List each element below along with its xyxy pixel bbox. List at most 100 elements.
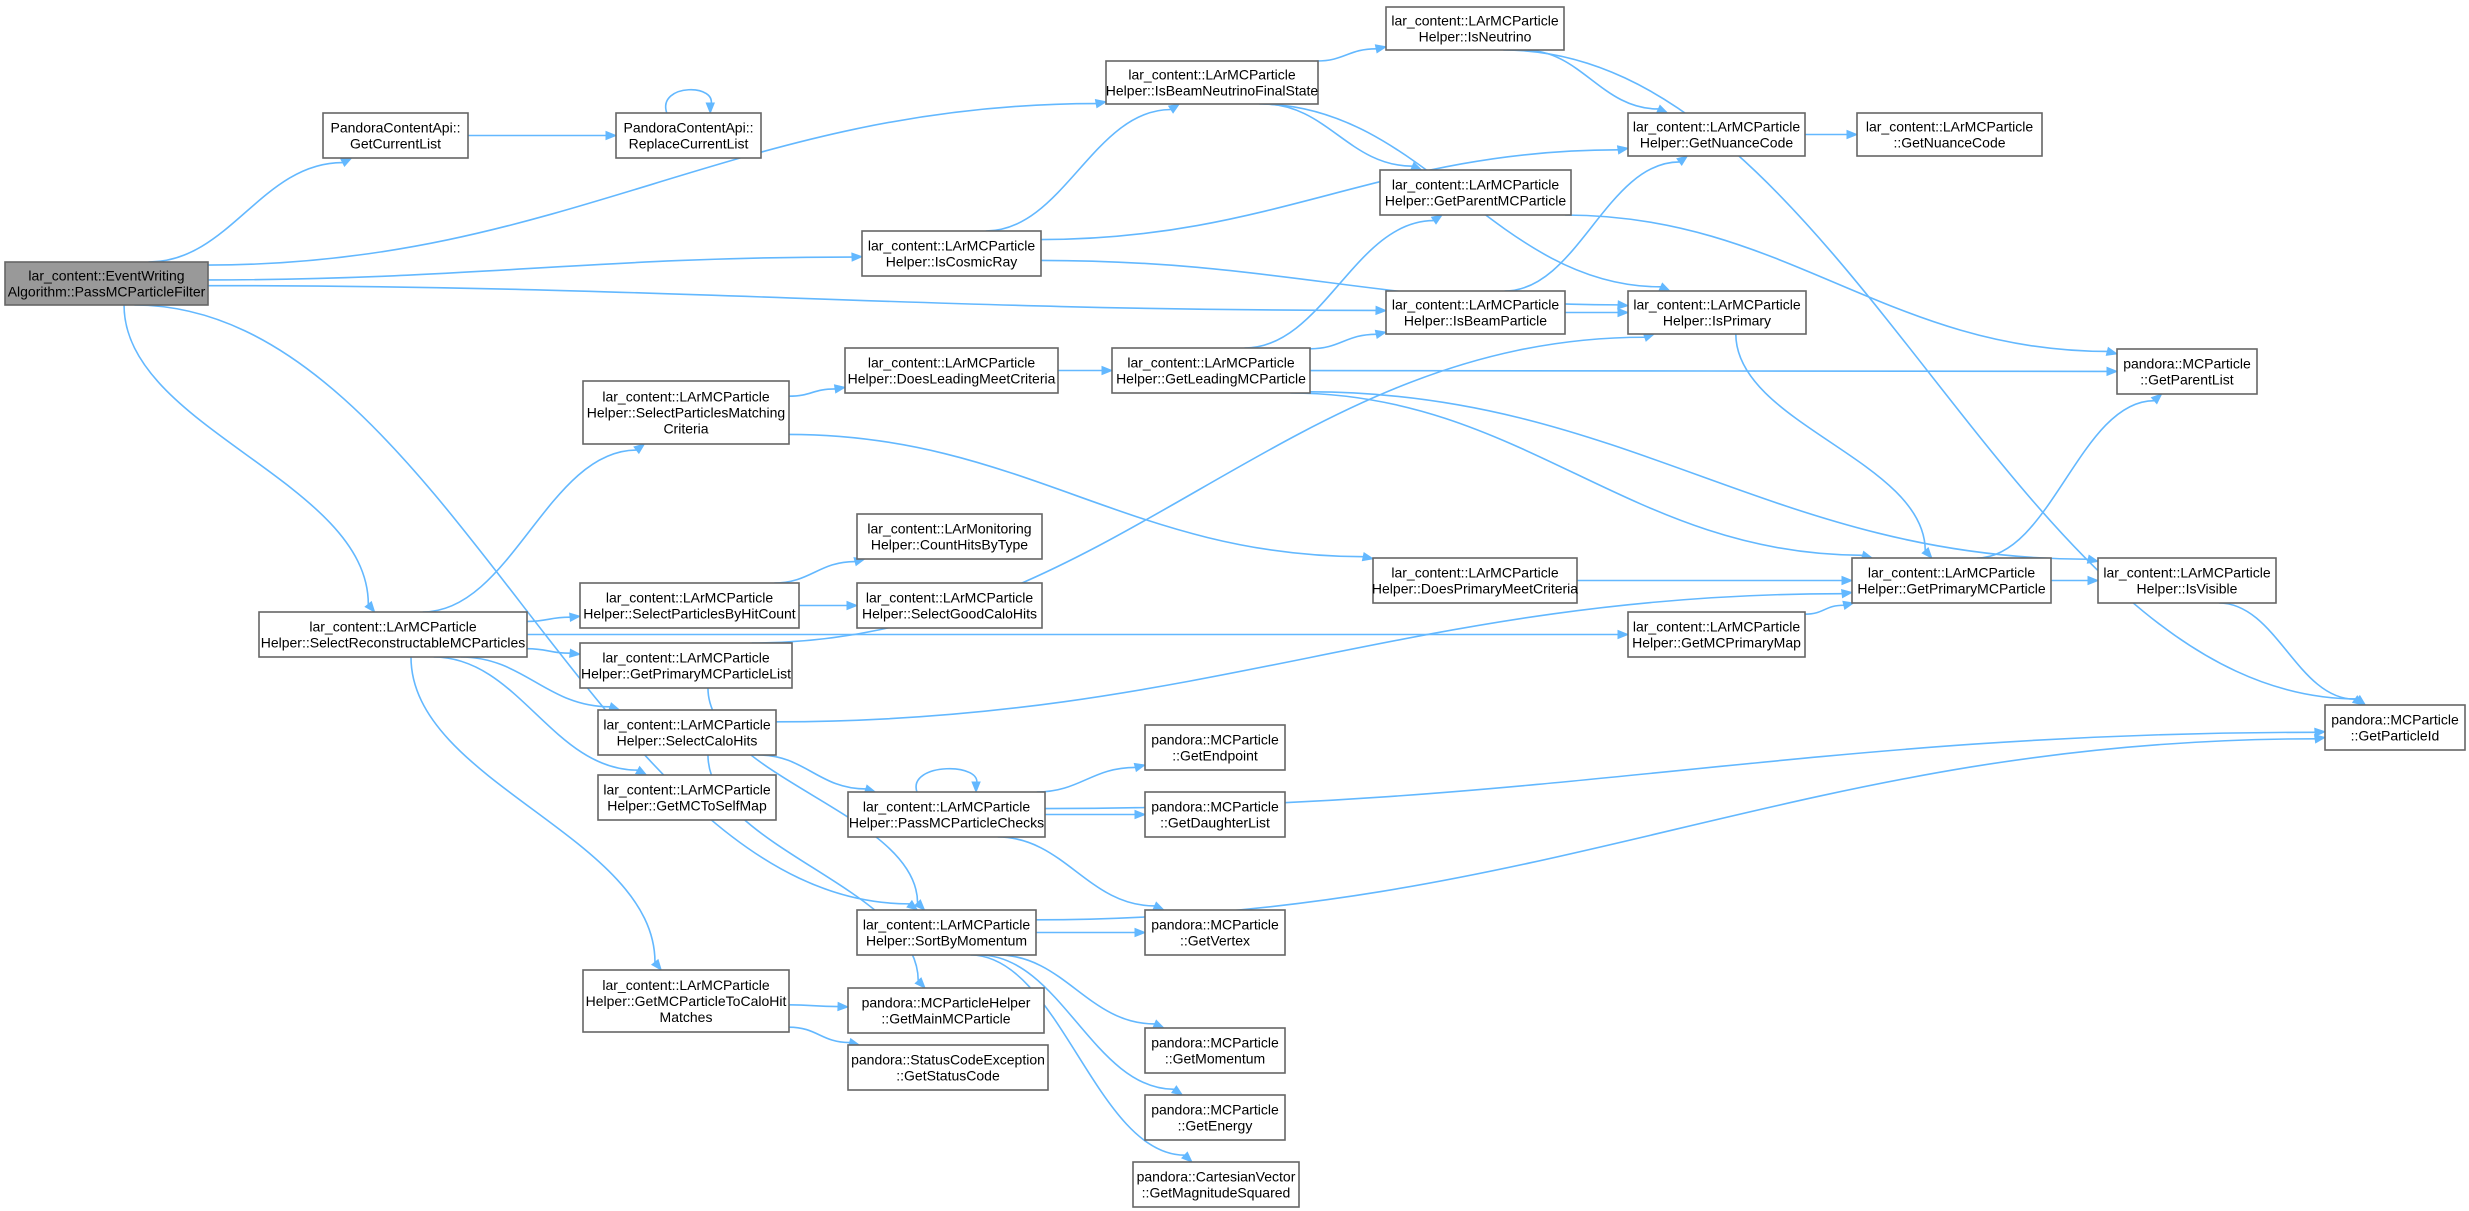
node-get-nuance-code-helper[interactable]: lar_content::LArMCParticleHelper::GetNua… [1627, 112, 1806, 157]
node-pass-mcparticle-checks[interactable]: lar_content::LArMCParticleHelper::PassMC… [847, 791, 1046, 838]
node-select-reconstructable[interactable]: lar_content::LArMCParticleHelper::Select… [258, 611, 528, 658]
node-box [597, 774, 777, 821]
node-is-beam-particle[interactable]: lar_content::LArMCParticleHelper::IsBeam… [1385, 290, 1566, 335]
node-label-line: ::GetEnergy [1178, 1118, 1253, 1134]
edge-line [1309, 391, 2089, 561]
edge-arrowhead [364, 600, 376, 614]
node-is-cosmic-ray[interactable]: lar_content::LArMCParticleHelper::IsCosm… [861, 230, 1042, 277]
node-root[interactable]: lar_content::EventWritingAlgorithm::Pass… [4, 261, 209, 306]
node-sort-by-momentum[interactable]: lar_content::LArMCParticleHelper::SortBy… [856, 909, 1037, 956]
node-label-line: lar_content::LArMCParticle [1127, 355, 1295, 371]
node-label-line: lar_content::LArMCParticle [1392, 177, 1560, 193]
node-label-line: lar_content::LArMCParticle [866, 590, 1034, 606]
node-get-status-code[interactable]: pandora::StatusCodeException::GetStatusC… [847, 1044, 1049, 1091]
node-label-line: pandora::MCParticle [1151, 799, 1279, 815]
node-get-vertex[interactable]: pandora::MCParticle::GetVertex [1144, 909, 1286, 956]
edge-arrowhead [340, 157, 353, 168]
node-select-calo-hits[interactable]: lar_content::LArMCParticleHelper::Select… [597, 709, 777, 756]
node-is-visible[interactable]: lar_content::LArMCParticleHelper::IsVisi… [2097, 557, 2277, 604]
edge-root-to-get-current-list [148, 157, 353, 263]
node-get-energy[interactable]: pandora::MCParticle::GetEnergy [1144, 1094, 1286, 1141]
edge-get-nuance-code-helper-to-get-nuance-code-particle [1805, 129, 1859, 140]
node-label-line: pandora::StatusCodeException [851, 1052, 1045, 1068]
node-box [1132, 1161, 1300, 1208]
node-get-parent-list[interactable]: pandora::MCParticle::GetParentList [2116, 348, 2258, 395]
node-label-line: Helper::GetPrimaryMCParticle [1857, 581, 2045, 597]
node-get-daughter-list[interactable]: pandora::MCParticle::GetDaughterList [1144, 791, 1286, 838]
node-label-line: pandora::MCParticle [1151, 732, 1279, 748]
node-label-line: ::GetNuanceCode [1893, 135, 2005, 151]
node-count-hits-by-type[interactable]: lar_content::LArMonitoringHelper::CountH… [856, 513, 1043, 560]
node-label-line: lar_content::LArMCParticle [1868, 565, 2036, 581]
edge-get-primary-mcparticle-to-is-visible [2051, 575, 2100, 586]
edge-line [997, 954, 1155, 1025]
edge-does-leading-meet-criteria-to-get-leading-mcparticle [1058, 365, 1114, 376]
node-box [847, 791, 1046, 838]
node-get-current-list[interactable]: PandoraContentApi::GetCurrentList [322, 112, 469, 159]
edge-arrowhead [1616, 145, 1630, 155]
edge-get-leading-mcparticle-to-is-visible [1309, 391, 2100, 564]
edge-arrowhead [1617, 300, 1630, 310]
edge-arrowhead [1152, 901, 1166, 911]
node-box [1111, 347, 1311, 394]
node-does-leading-meet-criteria[interactable]: lar_content::LArMCParticleHelper::DoesLe… [844, 347, 1059, 394]
edge-arrowhead [1617, 629, 1630, 640]
node-get-mcto-self-map[interactable]: lar_content::LArMCParticleHelper::GetMCT… [597, 774, 777, 821]
node-get-momentum[interactable]: pandora::MCParticle::GetMomentum [1144, 1027, 1286, 1074]
edge-line [1036, 766, 1136, 793]
node-get-leading-mcparticle[interactable]: lar_content::LArMCParticleHelper::GetLea… [1111, 347, 1311, 394]
node-does-primary-meet-criteria[interactable]: lar_content::LArMCParticleHelper::DoesPr… [1372, 557, 1578, 604]
edge-line [1976, 399, 2155, 559]
edge-select-particles-by-hit-count-to-select-good-calo-hits [799, 600, 859, 611]
edge-select-reconstructable-to-get-mcprimary-map [527, 629, 1630, 640]
edge-line [1040, 149, 1619, 241]
node-box [1105, 60, 1319, 105]
node-label-line: Helper::IsNeutrino [1419, 29, 1532, 45]
node-box [1144, 1094, 1286, 1141]
node-label-line: lar_content::LArMCParticle [863, 917, 1031, 933]
edge-arrowhead [2105, 346, 2119, 356]
node-select-good-calo-hits[interactable]: lar_content::LArMCParticleHelper::Select… [856, 582, 1043, 629]
node-get-mcprimary-map[interactable]: lar_content::LArMCParticleHelper::GetMCP… [1627, 611, 1806, 658]
node-label-line: ReplaceCurrentList [629, 136, 749, 152]
node-box [856, 513, 1043, 560]
node-label-line: lar_content::LArMonitoring [867, 521, 1031, 537]
edge-line [979, 954, 1175, 1091]
edge-is-cosmic-ray-to-is-beam-neutrino-final-state [985, 103, 1181, 232]
edge-is-beam-particle-to-get-nuance-code-helper [1504, 155, 1689, 292]
edge-arrowhead [1134, 809, 1147, 820]
node-replace-current-list[interactable]: PandoraContentApi::ReplaceCurrentList [615, 112, 762, 159]
edge-line [148, 161, 343, 263]
node-label-line: Helper::GetPrimaryMCParticleList [581, 666, 791, 682]
node-get-nuance-code-particle[interactable]: lar_content::LArMCParticle::GetNuanceCod… [1856, 112, 2043, 157]
node-get-main-mcparticle[interactable]: pandora::MCParticleHelper::GetMainMCPart… [847, 987, 1045, 1034]
node-box [258, 611, 528, 658]
node-get-primary-mcparticle-list[interactable]: lar_content::LArMCParticleHelper::GetPri… [579, 642, 793, 689]
node-is-neutrino[interactable]: lar_content::LArMCParticleHelper::IsNeut… [1385, 6, 1565, 51]
edge-line [410, 656, 656, 963]
node-is-beam-neutrino-final-state[interactable]: lar_content::LArMCParticleHelper::IsBeam… [1105, 60, 1319, 105]
node-box [579, 642, 793, 689]
node-label-line: ::GetStatusCode [896, 1068, 1000, 1084]
node-label-line: lar_content::LArMCParticle [602, 977, 770, 993]
node-box [2324, 704, 2466, 751]
node-box [1144, 724, 1286, 771]
node-get-primary-mcparticle[interactable]: lar_content::LArMCParticleHelper::GetPri… [1851, 557, 2052, 604]
edge-arrowhead [1133, 762, 1147, 773]
node-get-parent-mcparticle[interactable]: lar_content::LArMCParticleHelper::GetPar… [1379, 169, 1572, 216]
node-label-line: lar_content::EventWriting [28, 268, 184, 284]
node-is-primary[interactable]: lar_content::LArMCParticleHelper::IsPrim… [1627, 290, 1807, 335]
node-label-line: Helper::GetMCToSelfMap [607, 798, 767, 814]
node-get-mcparticle-to-calo-hit-matches[interactable]: lar_content::LArMCParticleHelper::GetMCP… [582, 969, 790, 1033]
node-label-line: pandora::CartesianVector [1137, 1169, 1296, 1185]
node-get-endpoint[interactable]: pandora::MCParticle::GetEndpoint [1144, 724, 1286, 771]
node-label-line: lar_content::LArMCParticle [606, 590, 774, 606]
node-select-particles-matching-criteria[interactable]: lar_content::LArMCParticleHelper::Select… [582, 380, 790, 445]
node-label-line: lar_content::LArMCParticle [1633, 297, 1801, 313]
node-label-line: Helper::CountHitsByType [871, 537, 1028, 553]
node-box [579, 582, 800, 629]
node-get-particle-id[interactable]: pandora::MCParticle::GetParticleId [2324, 704, 2466, 751]
node-box [1379, 169, 1572, 216]
node-select-particles-by-hit-count[interactable]: lar_content::LArMCParticleHelper::Select… [579, 582, 800, 629]
node-get-magnitude-squared[interactable]: pandora::CartesianVector::GetMagnitudeSq… [1132, 1161, 1300, 1208]
